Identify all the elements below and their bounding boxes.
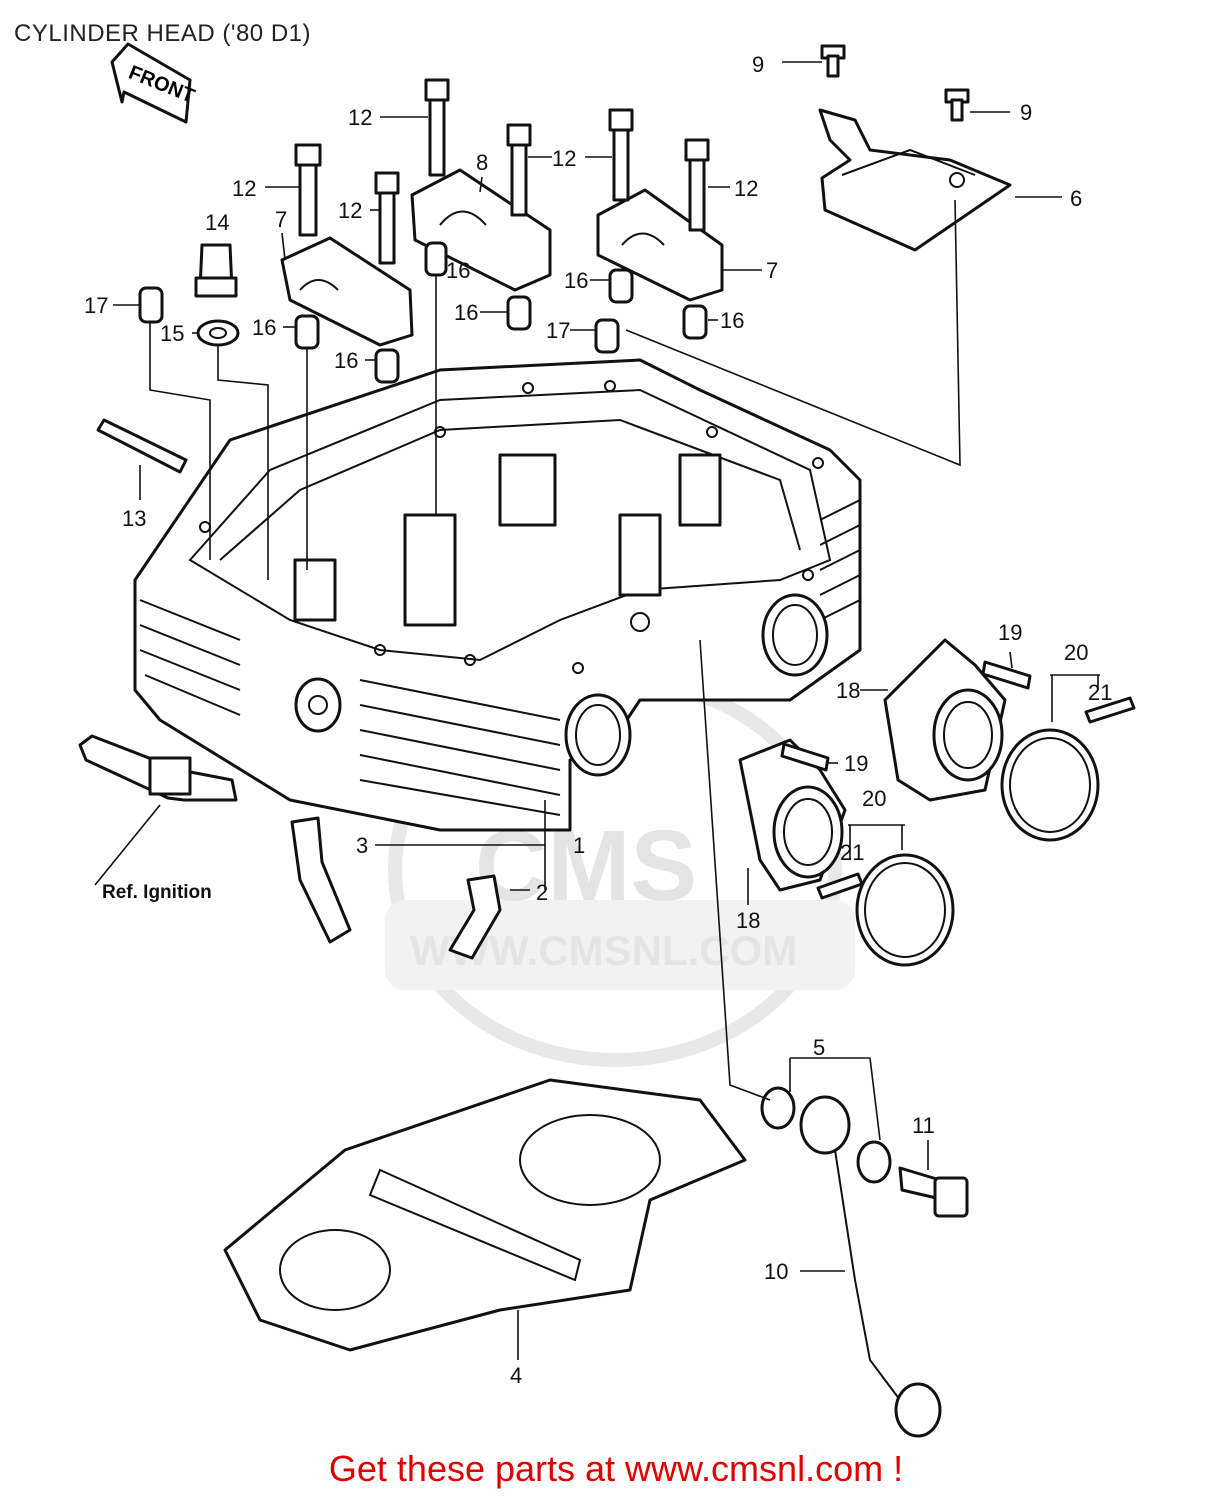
callout-13: 13 <box>122 506 146 531</box>
callout-21: 21 <box>1088 680 1112 705</box>
callout-10: 10 <box>764 1259 788 1284</box>
callout-2: 2 <box>536 880 548 905</box>
dowel-pins <box>138 241 708 384</box>
stud-bolt <box>96 418 188 474</box>
reference-note: Ref. Ignition <box>102 882 212 903</box>
callout-7: 7 <box>766 258 778 283</box>
head-gasket <box>223 1078 747 1352</box>
callout-5: 5 <box>813 1035 825 1060</box>
callout-18: 18 <box>836 678 860 703</box>
callout-9: 9 <box>752 52 764 77</box>
callout-20: 20 <box>1064 640 1088 665</box>
camshaft-cap <box>280 236 414 347</box>
callout-3: 3 <box>356 833 368 858</box>
callout-8: 8 <box>476 150 488 175</box>
callout-12: 12 <box>552 146 576 171</box>
callout-16: 16 <box>454 300 478 325</box>
callout-11: 11 <box>912 1113 935 1138</box>
callout-16: 16 <box>446 258 470 283</box>
callout-16: 16 <box>334 348 358 373</box>
front-arrow-icon: FRONT <box>110 42 198 124</box>
callout-20: 20 <box>862 786 886 811</box>
callout-17: 17 <box>546 318 570 343</box>
callout-18: 18 <box>736 908 760 933</box>
callout-14: 14 <box>205 210 229 235</box>
camshaft-cap-right <box>596 188 724 302</box>
callout-12: 12 <box>734 176 758 201</box>
callout-19: 19 <box>998 620 1022 645</box>
hose-clamps <box>780 660 1136 967</box>
callout-12: 12 <box>348 105 372 130</box>
callout-labels: 9 9 6 12 12 12 12 12 8 7 7 14 17 17 15 1… <box>84 52 1112 1388</box>
callout-4: 4 <box>510 1363 522 1388</box>
valve-guides <box>290 816 502 960</box>
exploded-parts-diagram: CMS WWW.CMSNL.COM FRONT <box>78 42 1136 1438</box>
camshaft-cap-center <box>410 168 552 292</box>
footer-promo-text[interactable]: Get these parts at www.cmsnl.com ! <box>328 1448 904 1489</box>
callout-6: 6 <box>1070 186 1082 211</box>
cylinder-head <box>133 358 862 832</box>
cap-nut <box>194 243 240 347</box>
callout-16: 16 <box>564 268 588 293</box>
callout-21: 21 <box>840 840 864 865</box>
callout-17: 17 <box>84 293 108 318</box>
intake-holders <box>738 638 1007 892</box>
cover-plate <box>818 44 1012 252</box>
callout-15: 15 <box>160 321 184 346</box>
callout-16: 16 <box>252 315 276 340</box>
callout-16: 16 <box>720 308 744 333</box>
callout-1: 1 <box>573 833 585 858</box>
callout-9: 9 <box>1020 100 1032 125</box>
callout-7: 7 <box>275 207 287 232</box>
callout-12: 12 <box>232 176 256 201</box>
leader-lines <box>94 61 1100 1360</box>
oil-pipe <box>760 1086 969 1438</box>
callout-19: 19 <box>844 751 868 776</box>
page-title: CYLINDER HEAD ('80 D1) <box>14 20 311 47</box>
cam-cap-bolts <box>294 78 710 265</box>
callout-12: 12 <box>338 198 362 223</box>
spark-plug-icon <box>78 734 238 802</box>
